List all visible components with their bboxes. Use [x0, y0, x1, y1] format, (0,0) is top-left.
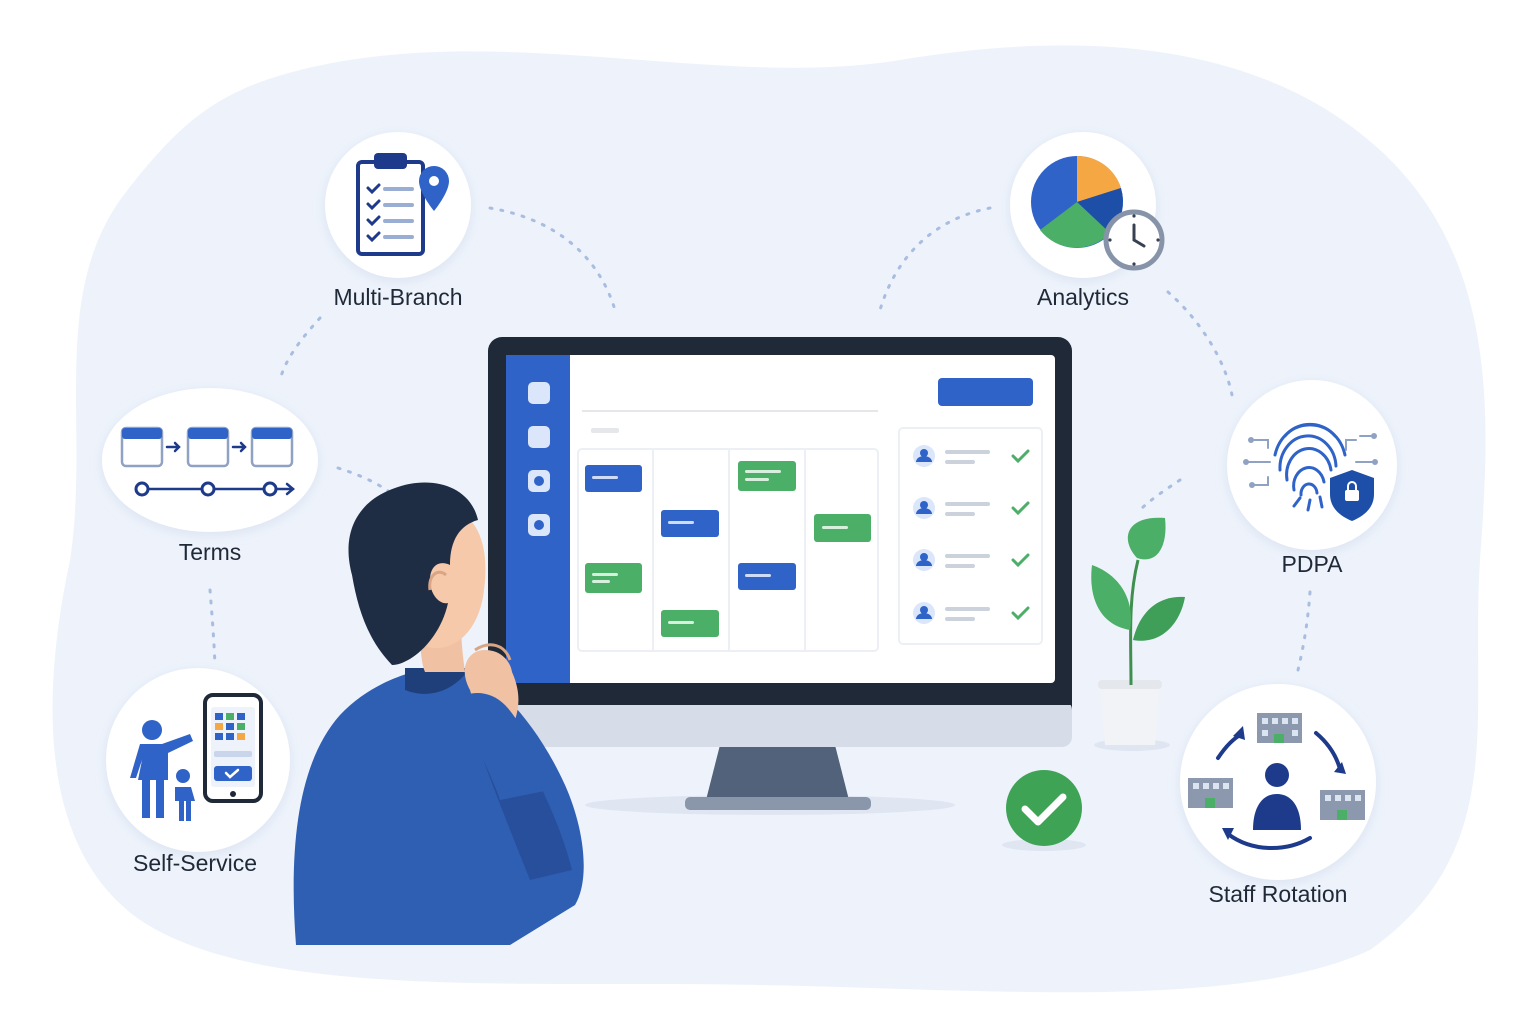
- feature-multi-branch: [325, 132, 471, 278]
- sidebar-icons: [528, 382, 550, 536]
- schedule-grid: [577, 448, 879, 652]
- check-icon: [1011, 501, 1030, 516]
- staff-list: [898, 427, 1043, 645]
- pie-chart-clock-icon: [1031, 155, 1165, 271]
- feature-label-multi-branch: Multi-Branch: [333, 284, 463, 310]
- buildings-rotation-icon: [1188, 713, 1365, 850]
- fingerprint-shield-icon: [1243, 422, 1378, 512]
- check-icon: [1011, 553, 1030, 568]
- staff-row[interactable]: [913, 445, 1030, 467]
- schedule-shift[interactable]: [585, 563, 642, 593]
- monitor-screen: [506, 355, 1055, 683]
- feature-pdpa-badge: [1227, 380, 1397, 550]
- check-icon: [1011, 606, 1030, 621]
- feature-staff-rotation: [1180, 684, 1376, 880]
- feature-analytics: [1010, 132, 1165, 278]
- feature-label-terms: Terms: [178, 539, 242, 565]
- desktop-monitor: [488, 337, 1072, 815]
- potted-plant: [1091, 517, 1185, 751]
- feature-label-analytics: Analytics: [1036, 284, 1130, 310]
- feature-label-staff-rotation: Staff Rotation: [1208, 881, 1348, 907]
- calendar-timeline-icon: [120, 426, 295, 497]
- screen-primary-button[interactable]: [938, 378, 1033, 406]
- staff-row[interactable]: [913, 602, 1030, 624]
- sidebar-icon[interactable]: [528, 382, 550, 404]
- sidebar-icon[interactable]: [528, 426, 550, 448]
- clipboard-location-icon: [356, 153, 449, 256]
- dotted-connectors: [208, 206, 1312, 672]
- feature-label-pdpa: PDPA: [1281, 551, 1343, 577]
- staff-row[interactable]: [913, 549, 1030, 571]
- lock-shield-icon: [1330, 470, 1374, 521]
- check-icon: [1011, 449, 1030, 464]
- thinking-person-illustration: [293, 482, 584, 945]
- feature-self-service: [106, 668, 290, 852]
- success-check-icon: [1002, 770, 1086, 851]
- feature-pdpa: [1227, 380, 1397, 550]
- feature-terms: [102, 388, 318, 532]
- schedule-shift[interactable]: [738, 461, 796, 491]
- feature-label-self-service: Self-Service: [133, 850, 257, 876]
- staff-row[interactable]: [913, 497, 1030, 519]
- staff-person-icon: [1253, 763, 1301, 830]
- parent-child-phone-icon: [130, 693, 263, 821]
